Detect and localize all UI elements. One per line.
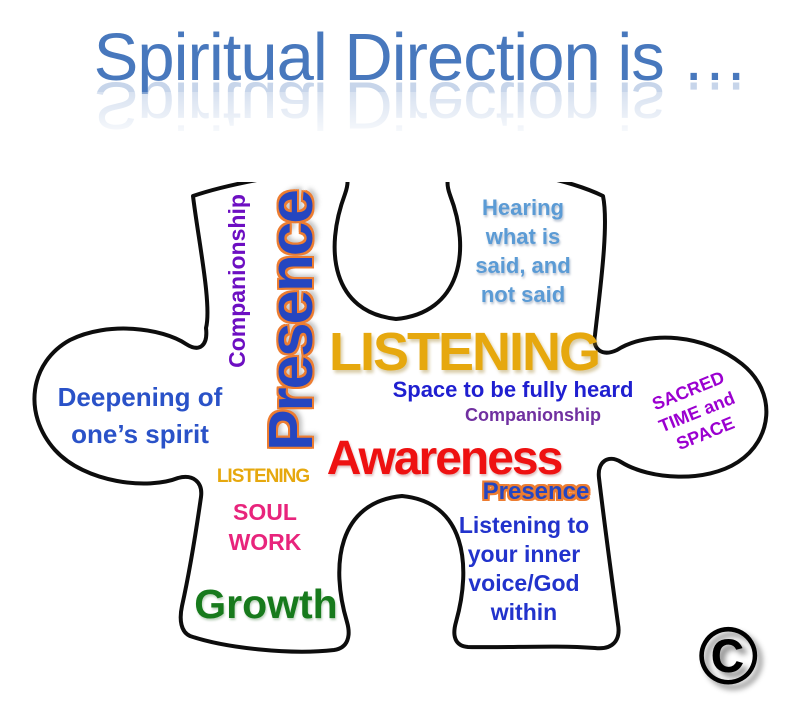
word-deepening-line: one’s spirit — [71, 419, 209, 449]
puzzle-outline — [32, 165, 769, 654]
word-hearing: Hearing what is said, and not said — [438, 193, 608, 309]
word-listening-large: LISTENING — [328, 322, 601, 382]
word-awareness: Awareness — [326, 432, 564, 485]
page-title: Spiritual Direction is … — [93, 20, 749, 95]
word-deepening-of-ones-spirit: Deepening of one’s spirit — [35, 379, 245, 453]
word-hearing-line: not said — [480, 282, 566, 307]
word-listening-small: LISTENING — [216, 466, 310, 487]
word-presence-small: Presence — [482, 478, 590, 505]
word-deepening-line: Deepening of — [57, 382, 223, 412]
word-companionship-vertical: Companionship — [224, 194, 250, 368]
word-listening-inner-line: your inner — [467, 541, 581, 567]
word-soul-work-line: WORK — [228, 529, 302, 555]
word-soul-work: SOUL WORK — [185, 497, 345, 557]
reflection-fade-overlay — [0, 92, 801, 182]
word-listening-inner-line: within — [490, 599, 558, 625]
word-soul-work-line: SOUL — [233, 499, 297, 525]
word-presence-vertical: Presence — [257, 191, 326, 451]
word-listening-inner-line: Listening to — [458, 512, 590, 538]
word-space-to-be-fully-heard: Space to be fully heard — [392, 377, 634, 402]
word-companionship-horizontal: Companionship — [465, 405, 601, 425]
word-listening-inner-line: voice/God — [468, 570, 580, 596]
title-block: Spiritual Direction is … Spiritual Direc… — [0, 20, 801, 182]
word-listening-inner-voice: Listening to your inner voice/God within — [434, 511, 614, 627]
word-growth: Growth — [194, 581, 338, 627]
word-hearing-line: said, and — [475, 253, 571, 278]
word-hearing-line: Hearing — [482, 195, 564, 220]
copyright-icon: © — [698, 611, 759, 702]
word-hearing-line: what is — [485, 224, 561, 249]
